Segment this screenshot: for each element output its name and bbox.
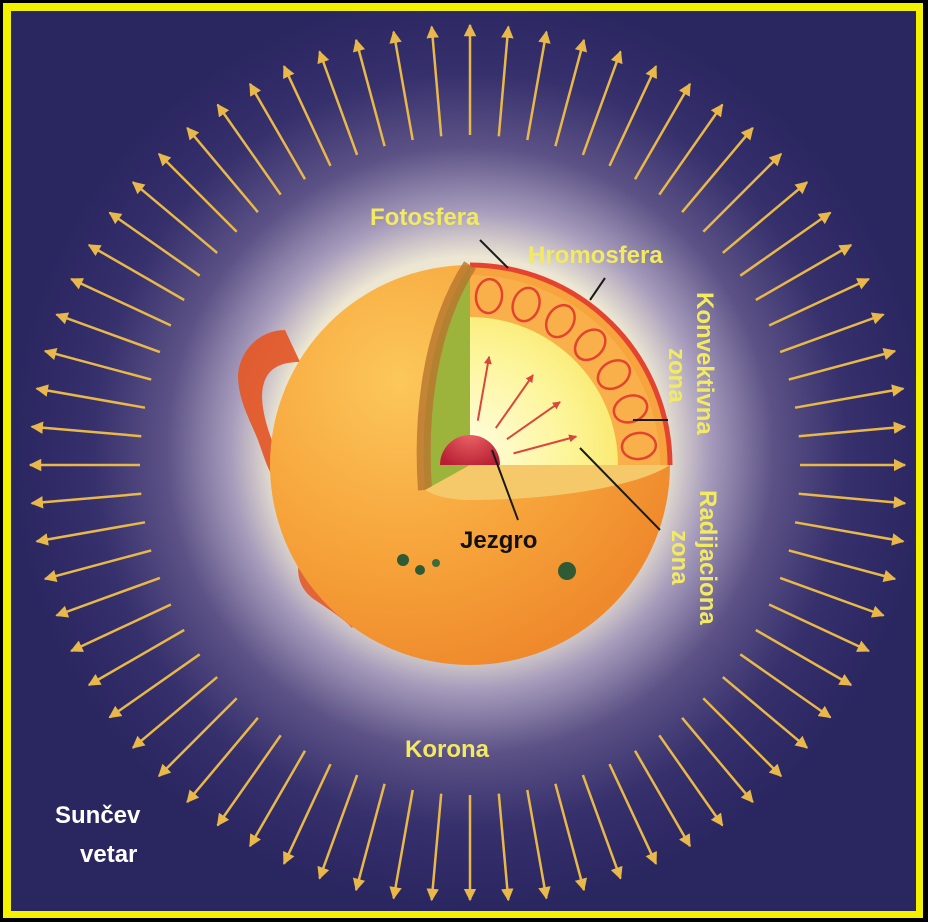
label-korona: Korona — [405, 736, 490, 763]
label-radijaciona-line1: Radijaciona — [694, 490, 721, 625]
label-jezgro: Jezgro — [460, 527, 537, 554]
label-konvektivna-line2: zona — [663, 348, 690, 403]
label-hromosfera: Hromosfera — [528, 242, 663, 269]
label-vetar: vetar — [80, 841, 137, 868]
label-radijaciona-line2: zona — [666, 530, 693, 585]
label-konvektivna-line1: Konvektivna — [691, 292, 718, 435]
label-fotosfera: Fotosfera — [370, 204, 480, 231]
label-suncev: Sunčev — [55, 802, 141, 829]
